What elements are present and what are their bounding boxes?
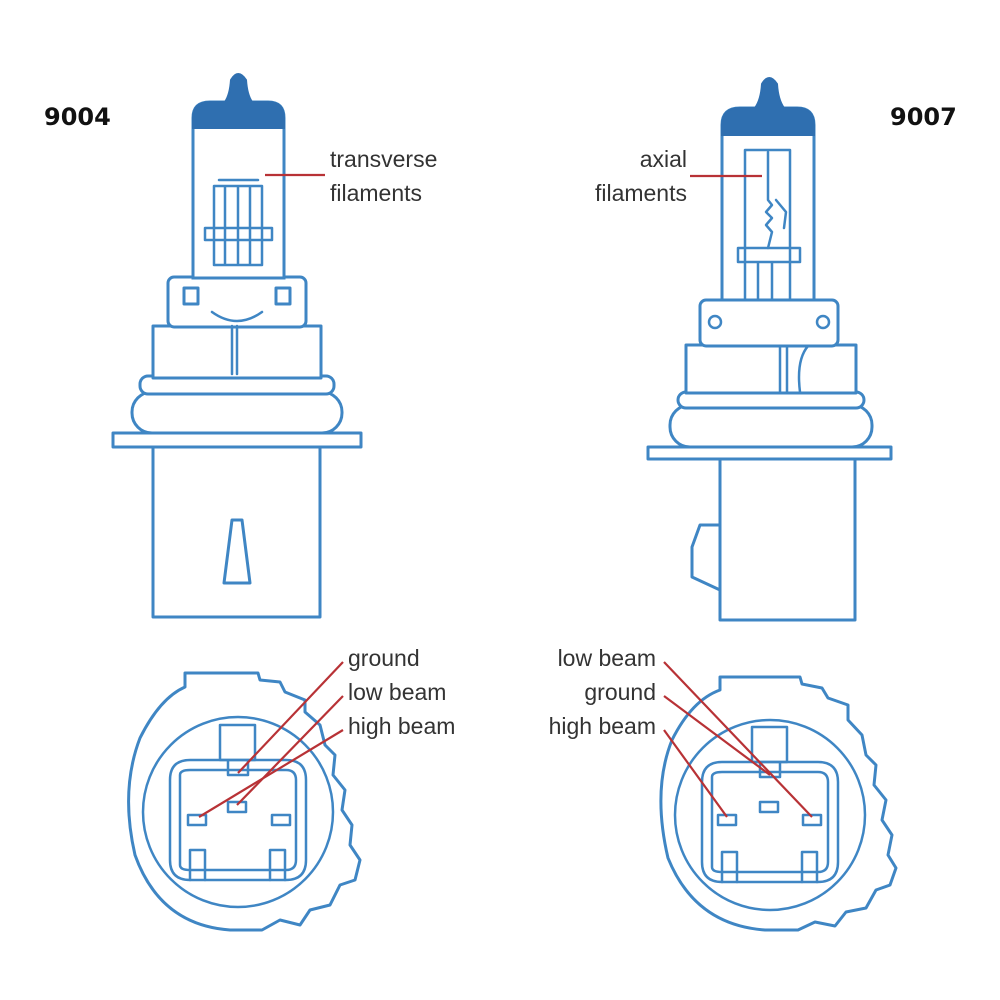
connector-9007-socket bbox=[700, 760, 840, 884]
bulb-9004-glass-tip bbox=[192, 73, 285, 129]
leader-9004-low-beam bbox=[236, 695, 344, 806]
connector-9007-pin-left bbox=[716, 813, 738, 827]
bulb-9004-filament-cage bbox=[203, 178, 274, 267]
connector-9004-key-notch bbox=[218, 723, 257, 777]
bulb-9007-rivet-right bbox=[815, 314, 831, 330]
bulb-9007 bbox=[646, 77, 893, 622]
bulb-9007-axial-filament bbox=[764, 150, 788, 250]
bulb-9007-glass-tip bbox=[721, 77, 815, 136]
bulb-9007-lead-wires bbox=[778, 344, 810, 394]
bulb-9007-mounting-flange bbox=[646, 445, 893, 461]
bulb-9007-glass-capsule bbox=[720, 106, 816, 302]
connector-9007-pin-center bbox=[758, 800, 780, 814]
bulb-9004-tab-right bbox=[274, 286, 292, 306]
leader-9004-high-beam bbox=[198, 729, 344, 818]
connector-9004-pin-center bbox=[226, 800, 248, 814]
leader-9004-ground bbox=[237, 661, 344, 774]
connector-9004-pin-right bbox=[270, 813, 292, 827]
filament-label-9004-line1: transverse bbox=[330, 146, 437, 172]
connector-9004-socket bbox=[168, 758, 308, 882]
pin-label-9007-0: low beam bbox=[558, 645, 656, 671]
filament-label-9007-line1: axial bbox=[640, 146, 687, 172]
pin-label-9007-2: high beam bbox=[549, 713, 656, 739]
leader-lines bbox=[198, 173, 813, 818]
pin-label-9004-0: ground bbox=[348, 645, 420, 671]
model-label-9007: 9007 bbox=[890, 103, 957, 131]
bulb-9007-side-lug bbox=[690, 523, 722, 592]
connector-9007-inner-ring bbox=[673, 718, 867, 912]
pin-label-9007-1: ground bbox=[584, 679, 656, 705]
bulb-9007-collar bbox=[684, 343, 858, 395]
bulb-9007-base-body bbox=[718, 456, 857, 622]
bulb-9004-lead-stem bbox=[210, 310, 264, 376]
leader-9007-low-beam bbox=[663, 661, 813, 818]
connector-9007-key-notch bbox=[750, 725, 789, 779]
filament-label-9007-line2: filaments bbox=[595, 180, 687, 206]
connector-9004-pin-left bbox=[186, 813, 208, 827]
bulb-9004-key-tab bbox=[222, 518, 252, 585]
connector-9004-inner-ring bbox=[141, 715, 335, 909]
connector-9004-bottom-notches bbox=[188, 848, 287, 882]
connector-9007-bottom-notches bbox=[720, 850, 819, 884]
bulb-9007-seal-ring bbox=[668, 403, 874, 449]
leader-9007-ground bbox=[663, 695, 771, 776]
bulb-9004 bbox=[111, 73, 363, 619]
pin-label-9004-2: high beam bbox=[348, 713, 455, 739]
bulb-9004-tab-left bbox=[182, 286, 200, 306]
bulb-9004-seal-ring bbox=[130, 390, 344, 435]
model-label-9004: 9004 bbox=[44, 103, 111, 131]
connector-9007-pin-right bbox=[801, 813, 823, 827]
bulb-9007-filament-support bbox=[736, 148, 802, 302]
bulb-9004-mounting-flange bbox=[111, 431, 363, 449]
connector-9007 bbox=[659, 675, 898, 932]
connector-9004 bbox=[127, 671, 362, 932]
bulb-9007-rivet-left bbox=[707, 314, 723, 330]
leader-9007-high-beam bbox=[663, 729, 728, 818]
pin-label-9004-1: low beam bbox=[348, 679, 446, 705]
filament-label-9004-line2: filaments bbox=[330, 180, 422, 206]
